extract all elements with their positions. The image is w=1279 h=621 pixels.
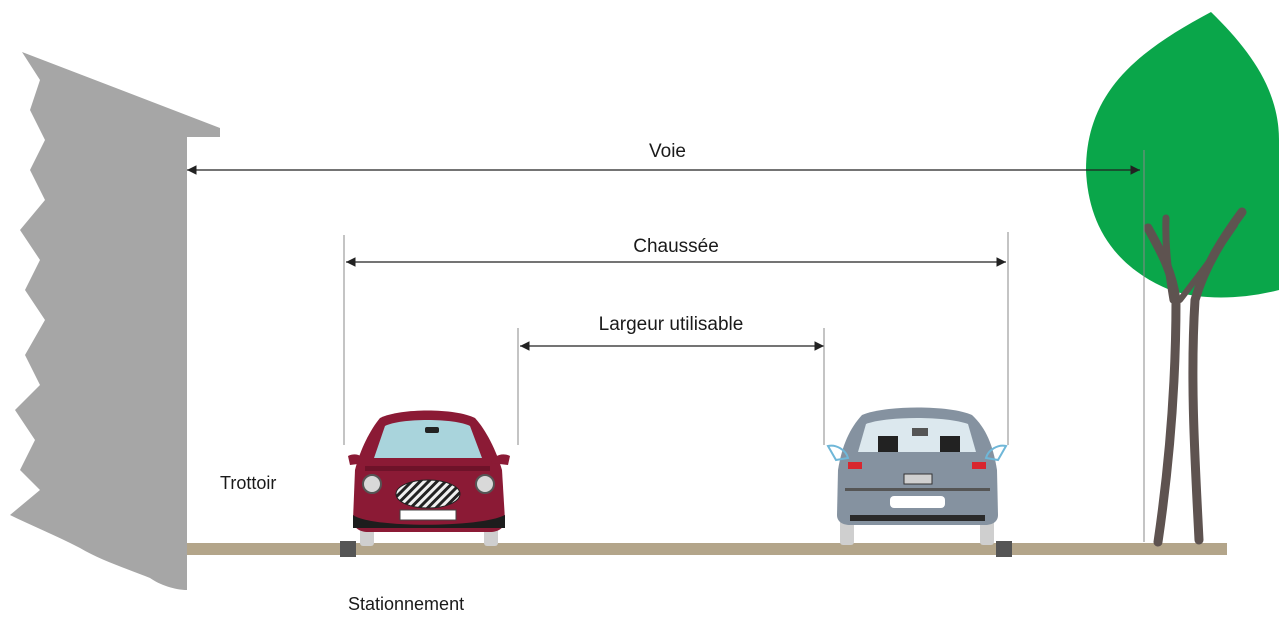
dimension-largeur-utilisable [517, 328, 825, 445]
label-chaussee: Chaussée [633, 236, 719, 257]
red-car [348, 410, 510, 546]
dimension-voie [187, 150, 1145, 542]
dimension-chaussee [343, 232, 1009, 445]
label-largeur-utilisable: Largeur utilisable [598, 314, 744, 335]
label-trottoir: Trottoir [220, 473, 277, 493]
label-stationnement: Stationnement [348, 594, 465, 614]
tree [1086, 12, 1279, 547]
label-voie: Voie [649, 141, 686, 162]
building [10, 52, 220, 590]
grey-car [826, 407, 1008, 545]
ground-line [187, 541, 1227, 557]
